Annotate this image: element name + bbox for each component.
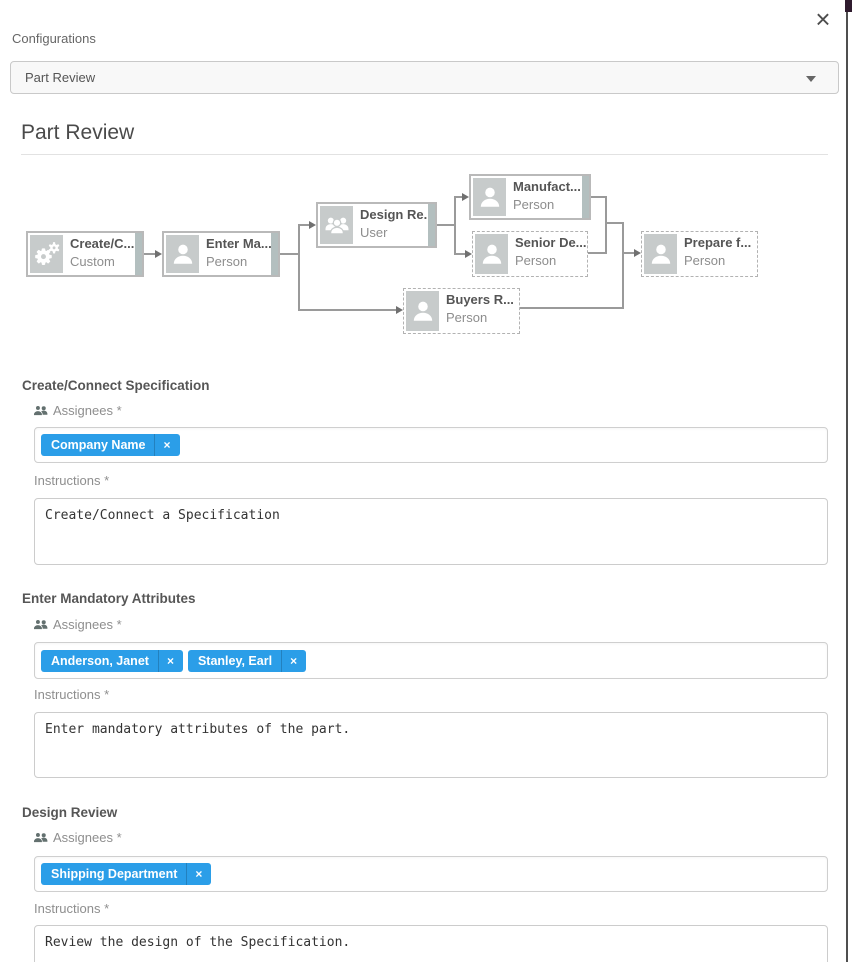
instructions-label: Instructions * <box>34 687 110 702</box>
node-status-bar <box>271 233 278 275</box>
person-icon <box>406 291 439 331</box>
node-subtitle: Person <box>515 253 557 268</box>
connector-line <box>520 307 624 309</box>
assignees-label-row: Assignees * <box>33 403 122 418</box>
section-heading-create-connect: Create/Connect Specification <box>22 378 210 393</box>
remove-tag-icon[interactable]: × <box>281 649 306 672</box>
remove-tag-icon[interactable]: × <box>157 649 183 672</box>
divider <box>21 154 828 155</box>
assignee-tag[interactable]: Company Name × <box>41 434 180 456</box>
section-heading-design-review: Design Review <box>22 805 118 820</box>
instructions-textarea[interactable]: Enter mandatory attributes of the part. <box>34 712 828 778</box>
connector-line <box>454 196 456 255</box>
instructions-textarea[interactable]: Create/Connect a Specification <box>34 498 828 565</box>
node-subtitle: Custom <box>70 254 115 269</box>
connector-line <box>454 196 462 198</box>
node-title: Prepare f... <box>684 235 752 250</box>
workflow-node-buyers-review[interactable]: Buyers R... Person <box>403 288 520 334</box>
workflow-node-manufacturing[interactable]: Manufact... Person <box>469 174 591 220</box>
node-subtitle: Person <box>513 197 555 212</box>
user-group-icon <box>320 206 353 244</box>
assignees-label-row: Assignees * <box>33 830 122 845</box>
connector-line <box>622 252 634 254</box>
connector-line <box>591 196 607 198</box>
section-heading-enter-mandatory: Enter Mandatory Attributes <box>22 591 196 606</box>
connector-line <box>298 309 396 311</box>
configurations-label: Configurations <box>12 31 96 46</box>
connector-arrow <box>155 250 162 258</box>
workflow-node-senior-design[interactable]: Senior De... Person <box>472 231 588 277</box>
node-title: Design Re... <box>360 207 435 222</box>
instructions-textarea[interactable]: Review the design of the Specification. <box>34 925 828 962</box>
connector-arrow <box>465 250 472 258</box>
node-subtitle: Person <box>446 310 488 325</box>
connector-line <box>605 222 624 224</box>
node-title: Manufact... <box>513 179 581 194</box>
remove-tag-icon[interactable]: × <box>154 434 179 456</box>
workflow-node-create-connect[interactable]: Create/C... Custom <box>26 231 144 277</box>
person-icon <box>644 234 677 274</box>
workflow-node-enter-mandatory[interactable]: Enter Ma... Person <box>162 231 280 277</box>
connector-line <box>454 253 465 255</box>
person-icon <box>475 234 508 274</box>
connector-arrow <box>309 221 316 229</box>
users-icon <box>33 405 48 416</box>
person-icon <box>473 178 506 216</box>
assignees-input[interactable]: Anderson, Janet × Stanley, Earl × <box>34 642 828 679</box>
node-title: Senior De... <box>515 235 587 250</box>
connector-line <box>437 224 455 226</box>
assignee-tag-label: Anderson, Janet <box>51 653 149 668</box>
configuration-select[interactable]: Part Review <box>10 61 839 94</box>
node-title: Create/C... <box>70 236 135 251</box>
connector-line <box>588 252 606 254</box>
node-subtitle: User <box>360 225 388 240</box>
remove-tag-icon[interactable]: × <box>186 863 211 885</box>
instructions-label: Instructions * <box>34 473 110 488</box>
connector-line <box>622 222 624 309</box>
modal-right-border <box>846 8 848 962</box>
node-status-bar <box>135 233 142 275</box>
assignees-input[interactable]: Company Name × <box>34 427 828 463</box>
assignee-tag-label: Company Name <box>51 438 146 452</box>
connector-line <box>144 253 156 255</box>
assignee-tag[interactable]: Anderson, Janet × <box>41 649 183 672</box>
connector-line <box>280 253 300 255</box>
node-title: Enter Ma... <box>206 236 272 251</box>
person-icon <box>166 235 199 273</box>
connector-line <box>298 224 300 311</box>
users-icon <box>33 619 48 630</box>
users-icon <box>33 832 48 843</box>
connector-line <box>298 224 310 226</box>
node-status-bar <box>428 204 435 246</box>
node-subtitle: Person <box>206 254 248 269</box>
page-title: Part Review <box>21 121 135 144</box>
node-title: Buyers R... <box>446 292 514 307</box>
assignee-tag[interactable]: Shipping Department × <box>41 863 212 885</box>
assignees-label: Assignees * <box>53 830 122 845</box>
connector-arrow <box>634 249 641 257</box>
assignee-tag-label: Shipping Department <box>51 867 178 881</box>
assignees-label-row: Assignees * <box>33 617 122 632</box>
node-subtitle: Person <box>684 253 726 268</box>
chevron-down-icon <box>806 76 816 82</box>
connector-arrow <box>462 193 469 201</box>
configuration-selected-value: Part Review <box>25 70 96 85</box>
connector-arrow <box>396 306 403 314</box>
instructions-label: Instructions * <box>34 901 110 916</box>
assignees-label: Assignees * <box>53 617 122 632</box>
gears-icon <box>30 235 63 273</box>
close-icon[interactable]: × <box>808 4 838 34</box>
assignee-tag[interactable]: Stanley, Earl × <box>187 649 307 672</box>
workflow-node-prepare[interactable]: Prepare f... Person <box>641 231 758 277</box>
assignee-tag-label: Stanley, Earl <box>197 653 273 668</box>
node-status-bar <box>582 176 589 218</box>
workflow-node-design-review[interactable]: Design Re... User <box>316 202 437 248</box>
assignees-label: Assignees * <box>53 403 122 418</box>
connector-line <box>605 196 607 254</box>
app-edge-artifact <box>845 0 852 12</box>
assignees-input[interactable]: Shipping Department × <box>34 856 828 892</box>
